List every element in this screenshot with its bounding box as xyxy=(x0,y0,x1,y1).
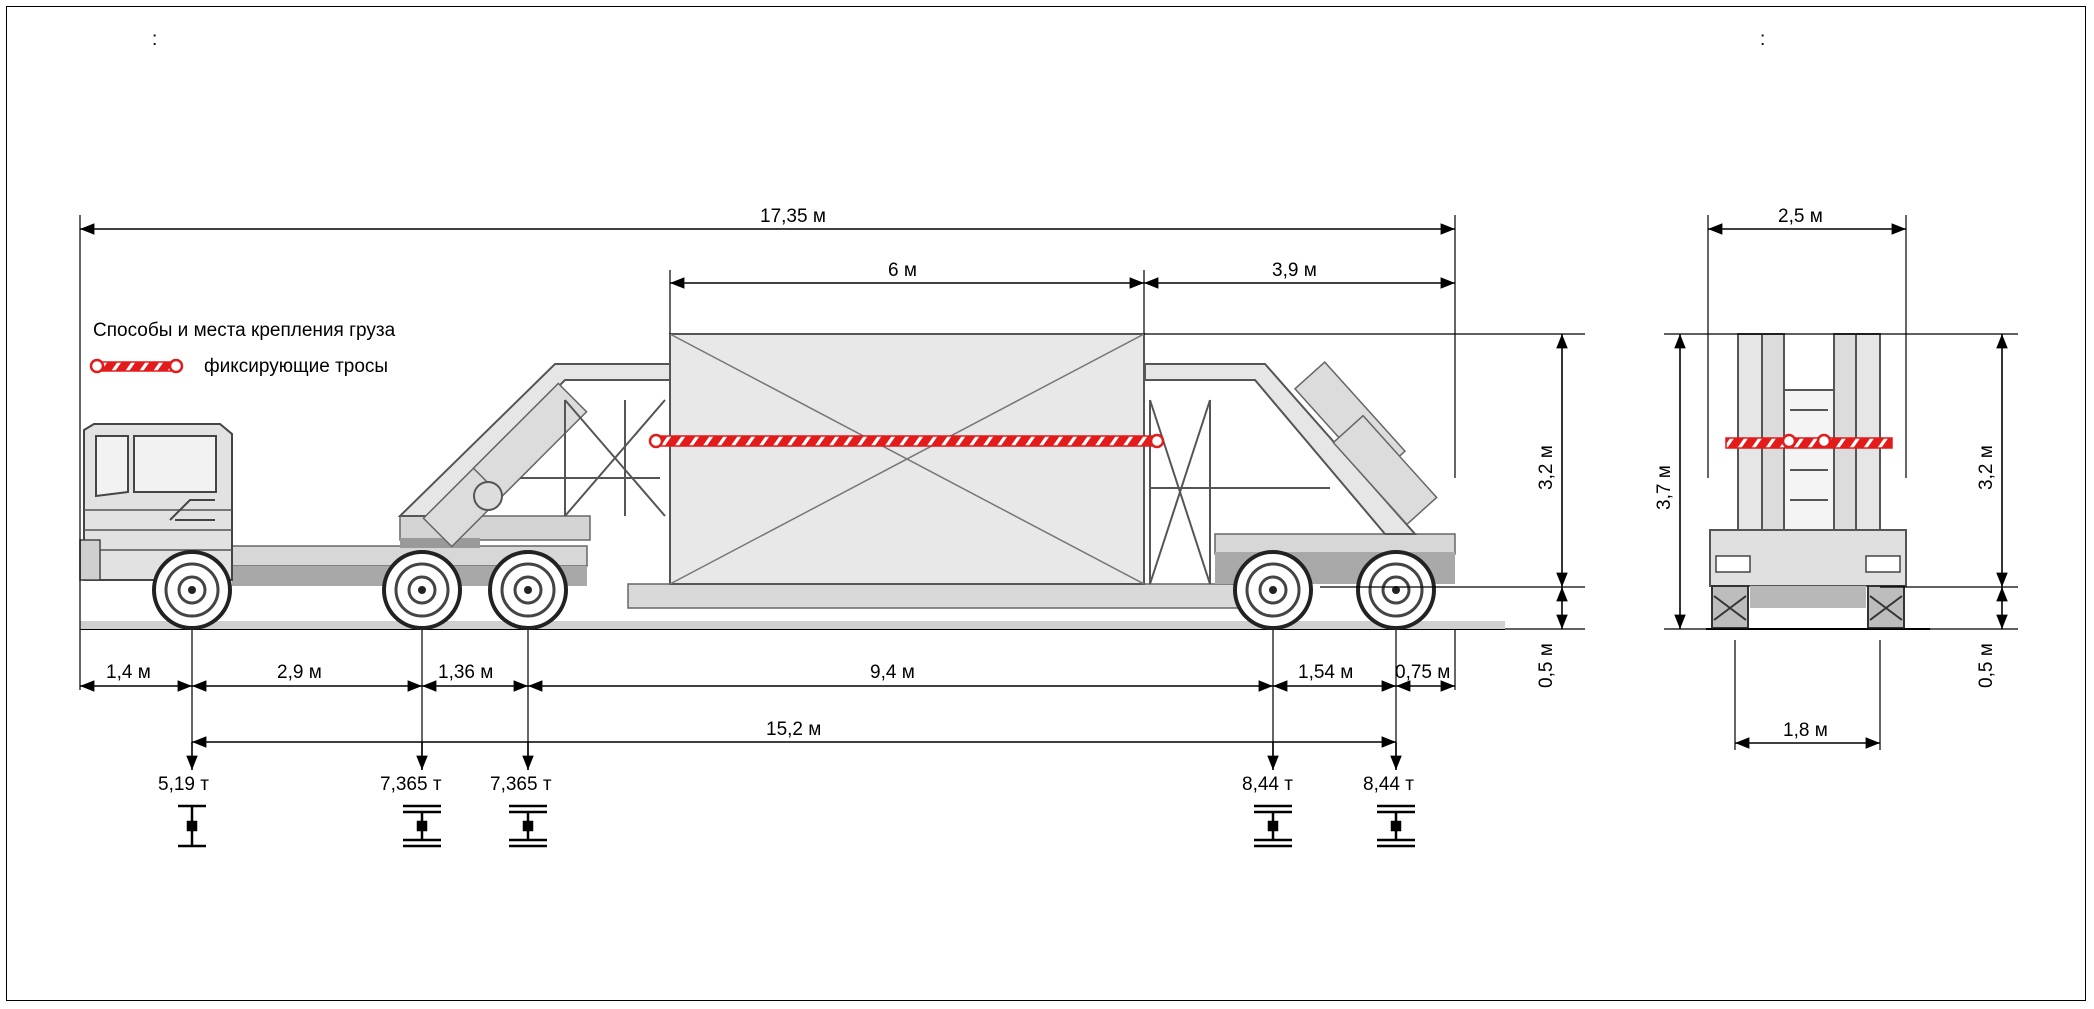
wheel xyxy=(488,550,568,630)
label-deck-height: 0,5 м xyxy=(1536,643,1557,688)
legend-title: Способы и места крепления груза xyxy=(93,320,396,341)
axle-symbol-dual xyxy=(1254,804,1292,848)
rear-view: 2,5 м 3,7 м 3,2 м 0,5 м 1,8 м xyxy=(1654,206,2018,750)
fixing-rope-rear xyxy=(1725,433,1893,449)
label-spacing-4: 9,4 м xyxy=(870,662,915,683)
label-axle-load-3: 7,365 т xyxy=(490,774,552,795)
legend-rope-swatch xyxy=(89,358,184,374)
label-spacing-5: 1,54 м xyxy=(1298,662,1353,683)
label-cargo-length: 6 м xyxy=(888,260,917,281)
truck-cab xyxy=(79,423,233,581)
axle-symbol-dual xyxy=(1377,804,1415,848)
label-rear-track: 1,8 м xyxy=(1783,720,1828,741)
header-right-colon: : xyxy=(1760,29,1765,50)
label-rear-total-height: 3,7 м xyxy=(1654,465,1675,510)
fixing-rope-side xyxy=(648,433,1165,449)
drawing-frame xyxy=(6,6,2086,1001)
label-rear-overhang: 3,9 м xyxy=(1272,260,1317,281)
label-axle-load-5: 8,44 т xyxy=(1363,774,1414,795)
wheel xyxy=(1356,550,1436,630)
label-spacing-3: 1,36 м xyxy=(438,662,493,683)
axle-symbol-dual xyxy=(509,804,547,848)
label-cargo-height: 3,2 м xyxy=(1536,445,1557,490)
axle-symbol-dual xyxy=(403,804,441,848)
trailer xyxy=(231,360,1456,609)
road-surface xyxy=(80,621,1505,629)
cargo xyxy=(669,333,1145,585)
side-view: 17,35 м 6 м 3,9 м 3,2 м 0,5 м 1,4 м 2,9 … xyxy=(79,206,1585,848)
label-spacing-2: 2,9 м xyxy=(277,662,322,683)
legend-rope-label: фиксирующие тросы xyxy=(204,356,388,377)
label-rear-deck-height: 0,5 м xyxy=(1976,643,1997,688)
label-overall-length: 17,35 м xyxy=(760,206,826,227)
label-rear-cargo-height: 3,2 м xyxy=(1976,445,1997,490)
label-rear-width: 2,5 м xyxy=(1778,206,1823,227)
wheel xyxy=(152,550,232,630)
label-axle-load-4: 8,44 т xyxy=(1242,774,1293,795)
rear-wheels xyxy=(1711,585,1905,629)
wheel xyxy=(382,550,462,630)
axle-symbol-single xyxy=(178,804,206,848)
label-spacing-6: 0,75 м xyxy=(1395,662,1450,683)
wheel xyxy=(1233,550,1313,630)
label-wheelbase: 15,2 м xyxy=(766,719,821,740)
label-spacing-1: 1,4 м xyxy=(106,662,151,683)
label-axle-load-1: 5,19 т xyxy=(158,774,209,795)
header-left-colon: : xyxy=(152,29,157,50)
label-axle-load-2: 7,365 т xyxy=(380,774,442,795)
